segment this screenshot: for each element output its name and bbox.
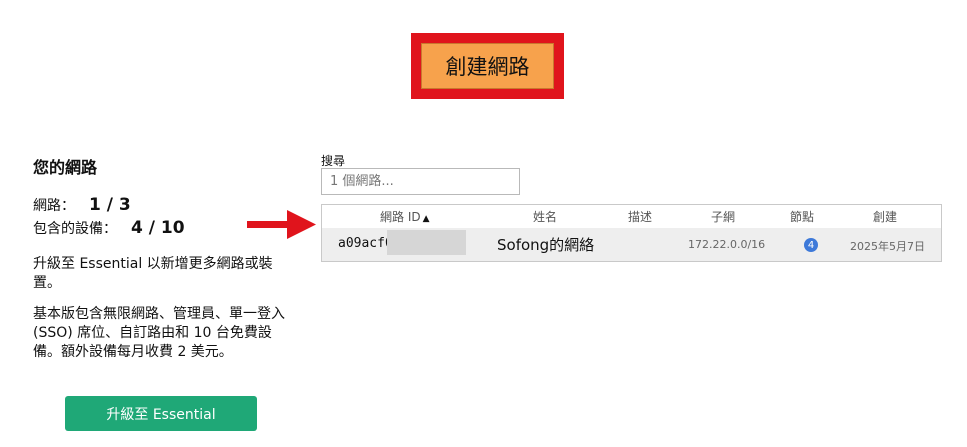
panel-title: 您的網路 [33, 158, 98, 177]
table-header: 網路 ID▲ 姓名 描述 子網 節點 創建 [322, 205, 941, 227]
search-input[interactable] [321, 168, 520, 195]
network-created-date: 2025年5月7日 [850, 240, 925, 253]
column-header-name[interactable]: 姓名 [533, 210, 558, 224]
upgrade-prompt-text: 升級至 Essential 以新增更多網路或裝置。 [33, 256, 273, 291]
column-header-network-id[interactable]: 網路 ID▲ [380, 210, 430, 224]
networks-table: 網路 ID▲ 姓名 描述 子網 節點 創建 a09acf0 Sofong的網絡 … [321, 204, 942, 262]
devices-label: 包含的設備： [33, 221, 117, 237]
network-id[interactable]: a09acf0 [338, 236, 393, 251]
column-header-description[interactable]: 描述 [628, 210, 653, 224]
sort-ascending-icon: ▲ [422, 214, 430, 224]
table-row[interactable]: a09acf0 Sofong的網絡 172.22.0.0/16 4 2025年5… [322, 228, 941, 261]
create-network-button[interactable]: 創建網路 [421, 43, 554, 89]
column-header-subnet[interactable]: 子網 [711, 210, 736, 224]
red-arrow-icon [247, 210, 316, 239]
networks-count: 網路： 1 / 3 [33, 195, 131, 215]
search-label: 搜尋 [321, 154, 346, 168]
create-network-highlight: 創建網路 [411, 33, 564, 99]
network-name: Sofong的網絡 [497, 236, 595, 254]
plan-description-text: 基本版包含無限網路、管理員、單一登入 (SSO) 席位、自訂路由和 10 台免費… [33, 306, 285, 360]
network-subnet: 172.22.0.0/16 [688, 238, 766, 251]
upgrade-button[interactable]: 升級至 Essential [65, 396, 257, 431]
networks-value: 1 / 3 [89, 195, 131, 215]
node-count-badge: 4 [804, 238, 818, 252]
column-header-nodes[interactable]: 節點 [790, 210, 815, 224]
networks-label: 網路： [33, 198, 75, 214]
devices-count: 包含的設備： 4 / 10 [33, 218, 185, 238]
devices-value: 4 / 10 [131, 218, 185, 238]
redacted-block [387, 230, 466, 255]
column-header-created[interactable]: 創建 [873, 210, 898, 224]
